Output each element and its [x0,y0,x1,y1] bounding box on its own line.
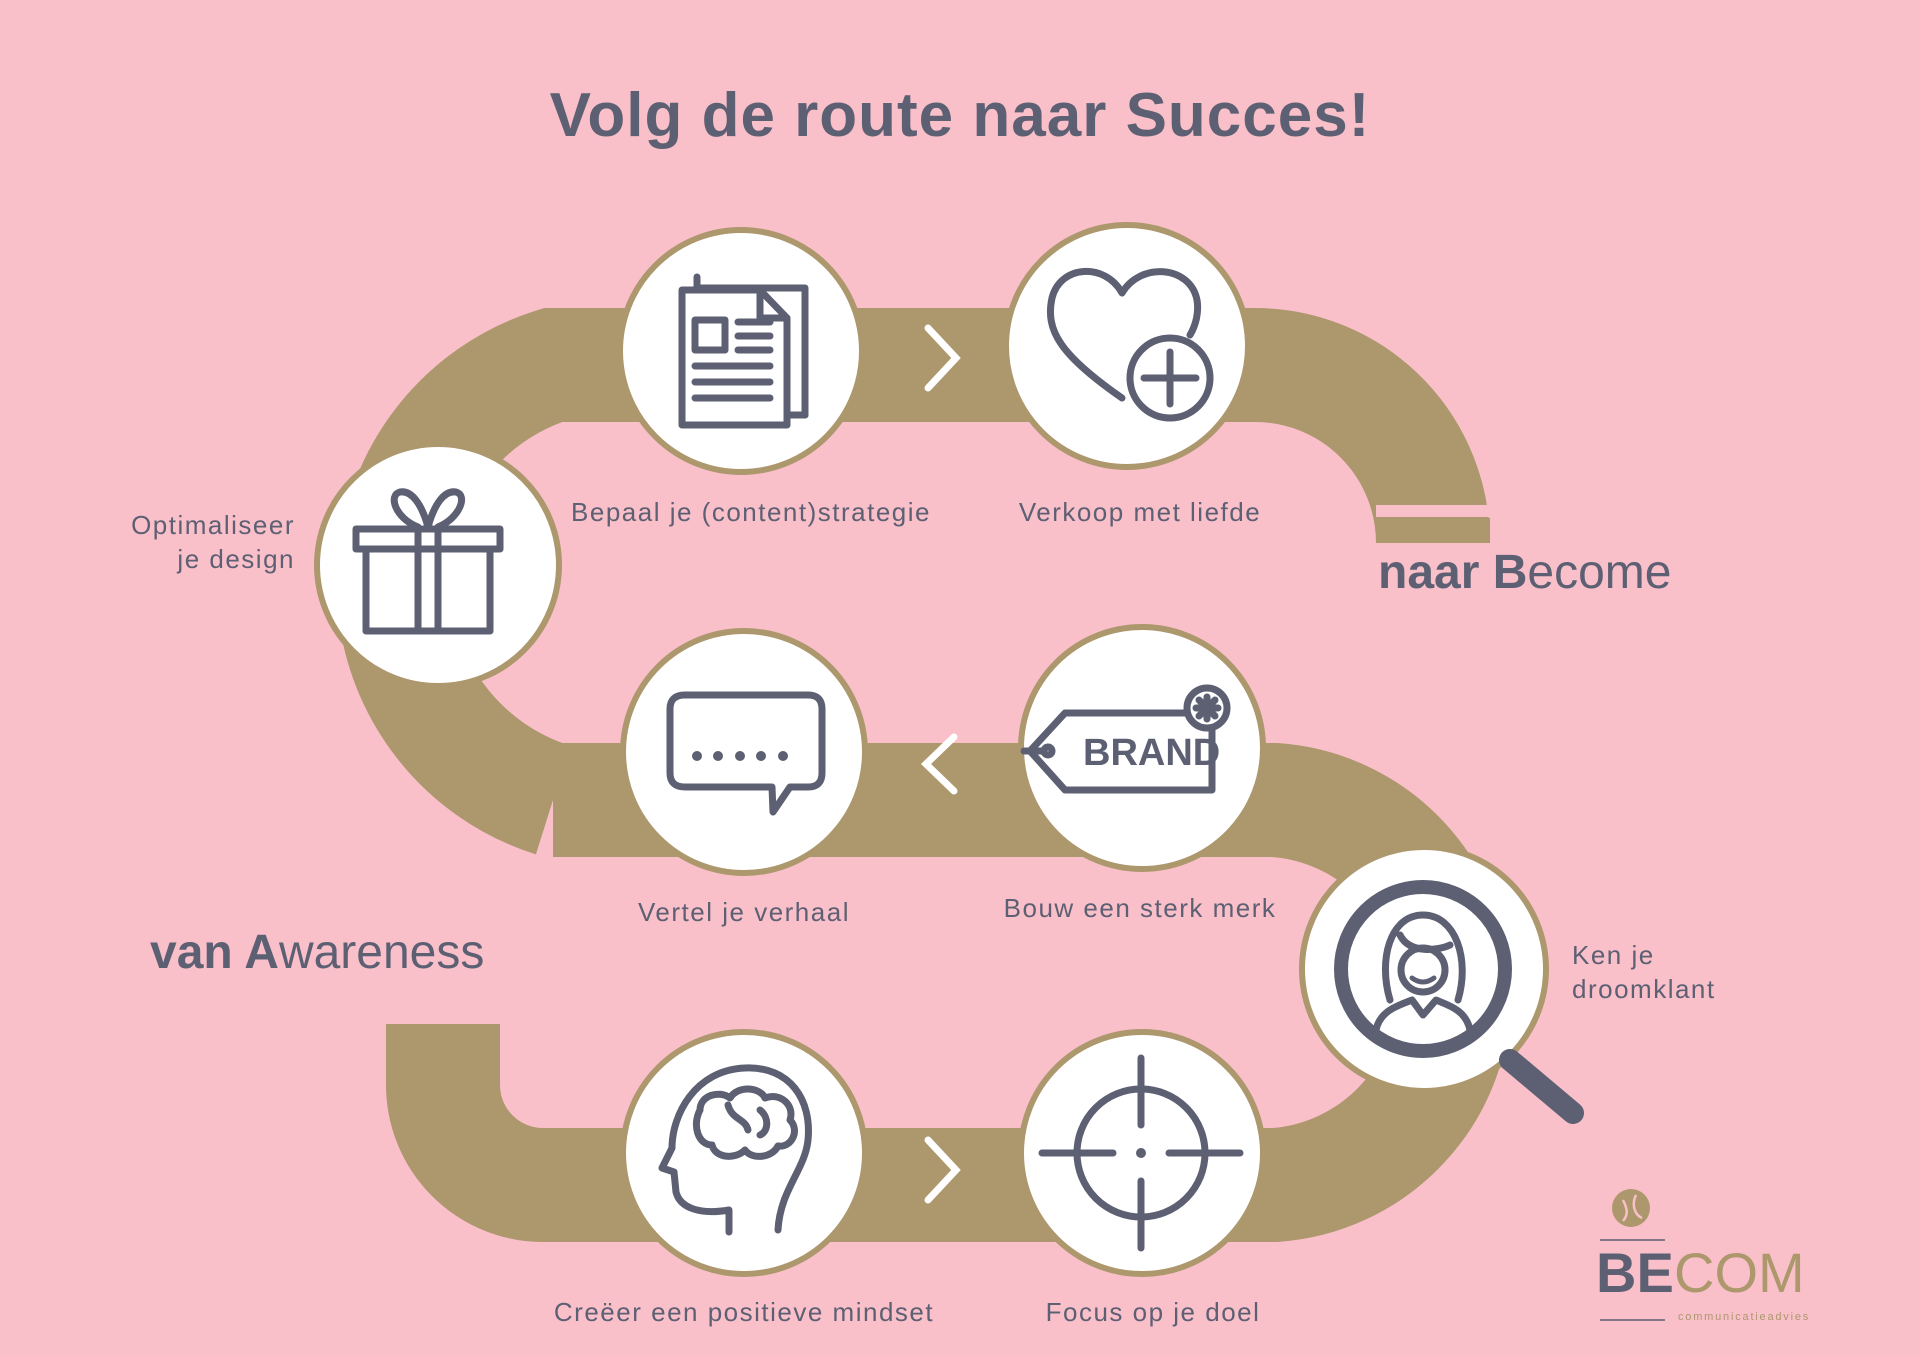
logo-com: COM [1674,1241,1805,1304]
route-end-cap [1376,505,1490,517]
page-title: Volg de route naar Succes! [549,81,1371,150]
step-label-strategie: Bepaal je (content)strategie [571,497,931,527]
becom-logo: BE COM communicatieadvies [1590,1185,1840,1325]
speech-bubble-icon [666,691,826,816]
logo-emblem-icon [1612,1189,1650,1227]
logo-be: BE [1596,1241,1674,1304]
step-circle-verhaal [620,628,868,876]
step-label-verhaal: Vertel je verhaal [638,897,850,927]
start-label-bold: van A [150,926,279,979]
step-label-design: Optimaliseer je design [131,510,295,574]
chevron-left-icon [920,733,958,795]
step-label-liefde: Verkoop met liefde [1018,497,1262,527]
end-label-rest: ecome [1527,546,1672,599]
route-road-bottom [386,743,1512,1242]
magnifier-person-icon [1334,880,1584,1124]
brand-tag-icon [1020,684,1231,794]
start-label-rest: wareness [278,926,485,979]
route-road-middle [336,308,1490,855]
start-label: van Awareness [150,925,484,980]
document-icon [678,273,809,429]
logo-tagline: communicatieadvies [1678,1311,1810,1323]
route-start-cap [386,1012,500,1024]
end-label-bold: naar B [1378,546,1528,599]
speech-dots [692,751,788,761]
step-label-merk: Bouw een sterk merk [1003,893,1277,923]
step-label-focus: Focus op je doel [1045,1297,1261,1327]
target-center-dot [1136,1148,1146,1158]
target-icon [1038,1054,1244,1252]
chevron-right-icon [924,324,961,392]
brain-head-icon [658,1064,812,1236]
gift-icon [352,488,504,635]
end-label: naar Become [1378,545,1671,600]
heart-plus-icon [1046,267,1214,422]
step-label-droomklant: Ken je droomklant [1572,940,1716,1004]
chevron-right-icon [924,1136,961,1204]
step-label-mindset: Creëer een positieve mindset [553,1297,935,1327]
brand-tag-text: BRAND [1083,732,1220,774]
step-circle-liefde [1003,222,1251,470]
